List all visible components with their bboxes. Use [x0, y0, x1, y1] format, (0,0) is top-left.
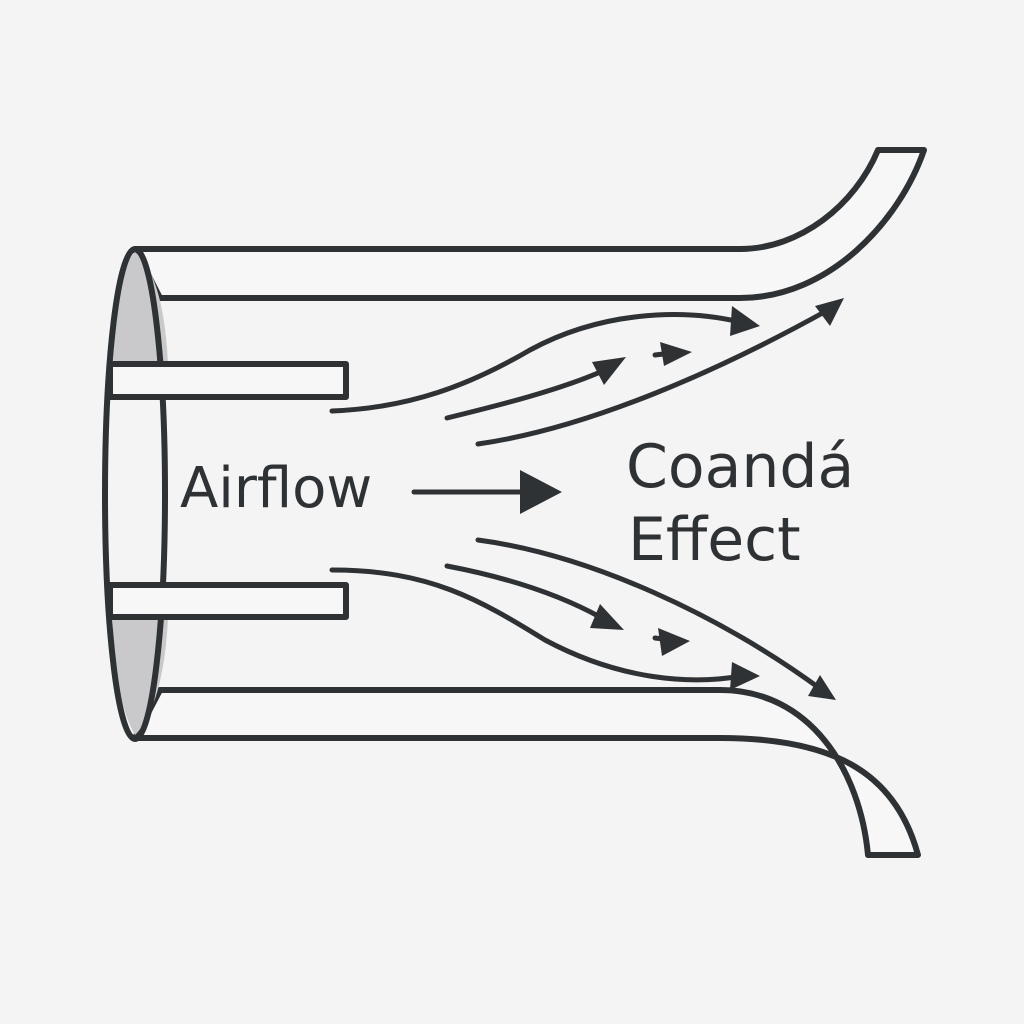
arrow-right-icon [730, 662, 760, 690]
inlet-shade-top [111, 252, 168, 365]
arrow-right-icon [730, 306, 760, 336]
airflow-label: Airflow [180, 456, 373, 521]
arrow-right-icon [590, 604, 624, 630]
arrow-right-icon [808, 675, 836, 700]
lower-flow-line-2 [444, 563, 603, 620]
arrow-right-icon [658, 628, 690, 656]
arrow-right-icon [592, 357, 626, 385]
arrow-right-icon [815, 298, 844, 326]
upper-nozzle-plate [107, 361, 349, 400]
upper-flow-line-3 [475, 307, 831, 447]
inlet-shade-bottom [112, 618, 168, 735]
lower-duct-wall [132, 687, 921, 858]
lower-flow-line-3 [475, 537, 825, 693]
effect-title-line-1: Coandá [626, 432, 855, 502]
inlet-rim [102, 246, 168, 742]
lower-flow-line-1 [329, 567, 745, 683]
upper-duct-wall [132, 147, 927, 301]
upper-flow-line-2 [444, 367, 608, 421]
effect-title-line-2: Effect [628, 505, 801, 575]
arrow-right-icon [660, 342, 692, 366]
lower-nozzle-plate [107, 582, 349, 620]
main-arrow-head [520, 470, 562, 514]
upper-flow-line-1 [329, 312, 743, 414]
